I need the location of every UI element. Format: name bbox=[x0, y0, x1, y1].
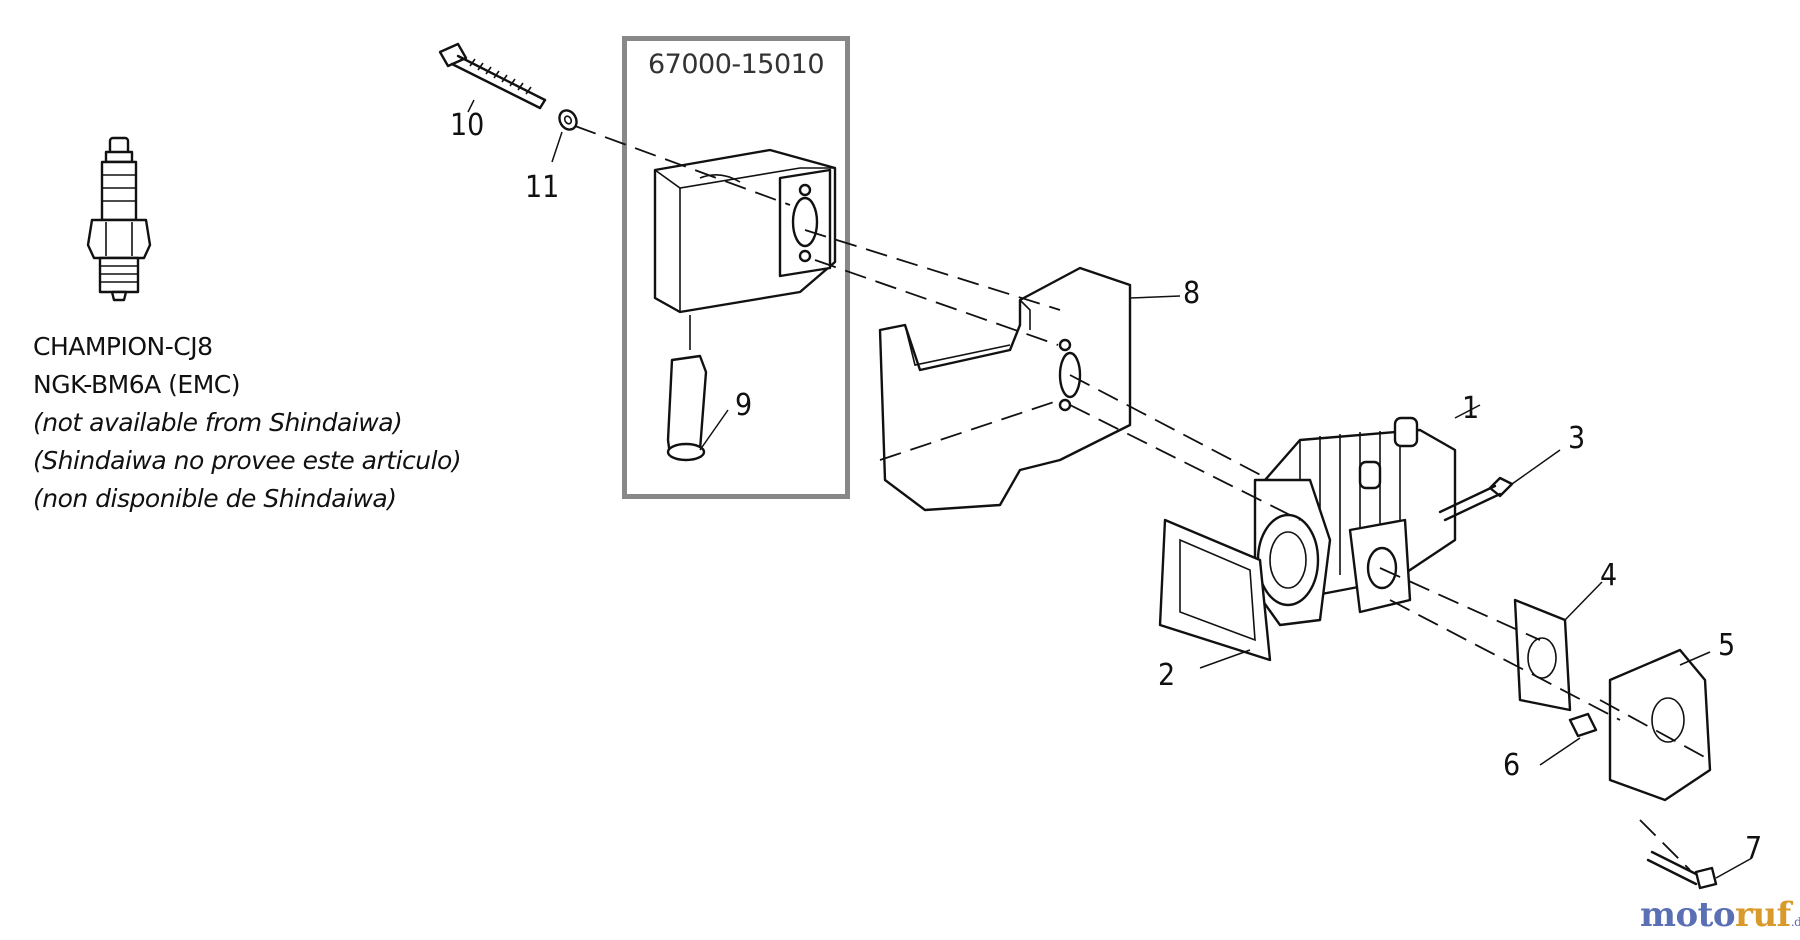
tailpipe-drawing bbox=[666, 315, 708, 462]
callout-10: 10 bbox=[450, 108, 484, 143]
spark-plug-notes: CHAMPION-CJ8 NGK-BM6A (EMC) (not availab… bbox=[33, 328, 462, 518]
callout-7: 7 bbox=[1745, 831, 1762, 866]
spark-note-fr: (non disponible de Shindaiwa) bbox=[33, 484, 397, 513]
spark-note-en: (not available from Shindaiwa) bbox=[33, 408, 403, 437]
callout-11: 11 bbox=[525, 170, 559, 205]
callout-2: 2 bbox=[1158, 658, 1175, 693]
base-gasket-drawing bbox=[1158, 518, 1272, 662]
callout-1: 1 bbox=[1462, 391, 1479, 426]
spark-note-es: (Shindaiwa no provee este articulo) bbox=[33, 446, 462, 475]
insulator-bolt-drawing bbox=[1646, 850, 1718, 890]
insulator-nut-drawing bbox=[1568, 712, 1598, 738]
washer-drawing bbox=[558, 109, 578, 131]
callout-3: 3 bbox=[1568, 421, 1585, 456]
callout-5: 5 bbox=[1718, 628, 1735, 663]
watermark-part2: ruf bbox=[1735, 895, 1791, 935]
spark-plug-champion: CHAMPION-CJ8 bbox=[33, 332, 213, 361]
watermark-suffix: .de bbox=[1790, 915, 1800, 929]
muffler-bolt-drawing bbox=[438, 42, 547, 110]
heat-shield-drawing bbox=[878, 266, 1132, 512]
kit-box: 67000-15010 bbox=[622, 36, 850, 499]
watermark-part1: moto bbox=[1640, 895, 1736, 935]
kit-part-number: 67000-15010 bbox=[647, 49, 825, 80]
cylinder-drawing bbox=[1253, 416, 1457, 627]
callout-8: 8 bbox=[1183, 276, 1200, 311]
motoruf-watermark: motoruf.de bbox=[1640, 895, 1800, 935]
insulator-drawing bbox=[1608, 648, 1712, 802]
spark-plug-ngk: NGK-BM6A (EMC) bbox=[33, 370, 240, 399]
muffler-drawing bbox=[653, 148, 837, 314]
callout-9: 9 bbox=[735, 388, 752, 423]
callout-4: 4 bbox=[1600, 558, 1617, 593]
insulator-gasket-drawing bbox=[1513, 598, 1572, 712]
callout-6: 6 bbox=[1503, 748, 1520, 783]
spark-plug-drawing bbox=[86, 136, 152, 302]
